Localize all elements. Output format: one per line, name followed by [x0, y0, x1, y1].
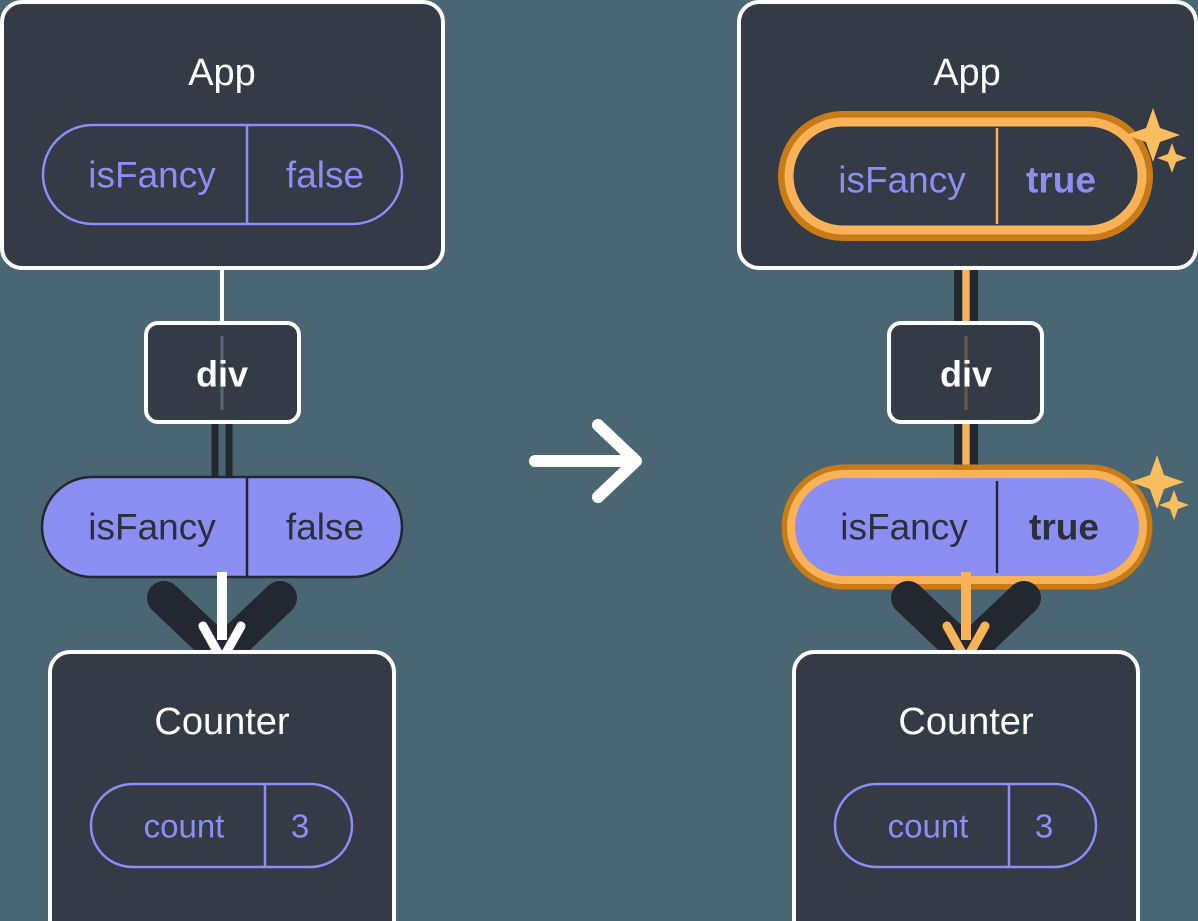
- left-prop-pill: [40, 475, 404, 579]
- right-counter-state-pill: [833, 782, 1098, 869]
- right-counter-box: [792, 650, 1140, 921]
- right-app-state-pill-ring-inner: [784, 117, 1147, 235]
- left-render-arrow: [147, 572, 297, 670]
- arrow-right-icon: [529, 419, 642, 503]
- left-counter-state-pill: [89, 782, 354, 869]
- left-counter-box: [48, 650, 396, 921]
- left-app-box: [0, 0, 445, 270]
- left-app-state-pill: [41, 123, 404, 226]
- sparkle-icon-prop: [1130, 455, 1189, 520]
- sparkle-icon-app: [1126, 108, 1187, 173]
- right-prop-pill-ring-inner: [787, 470, 1147, 584]
